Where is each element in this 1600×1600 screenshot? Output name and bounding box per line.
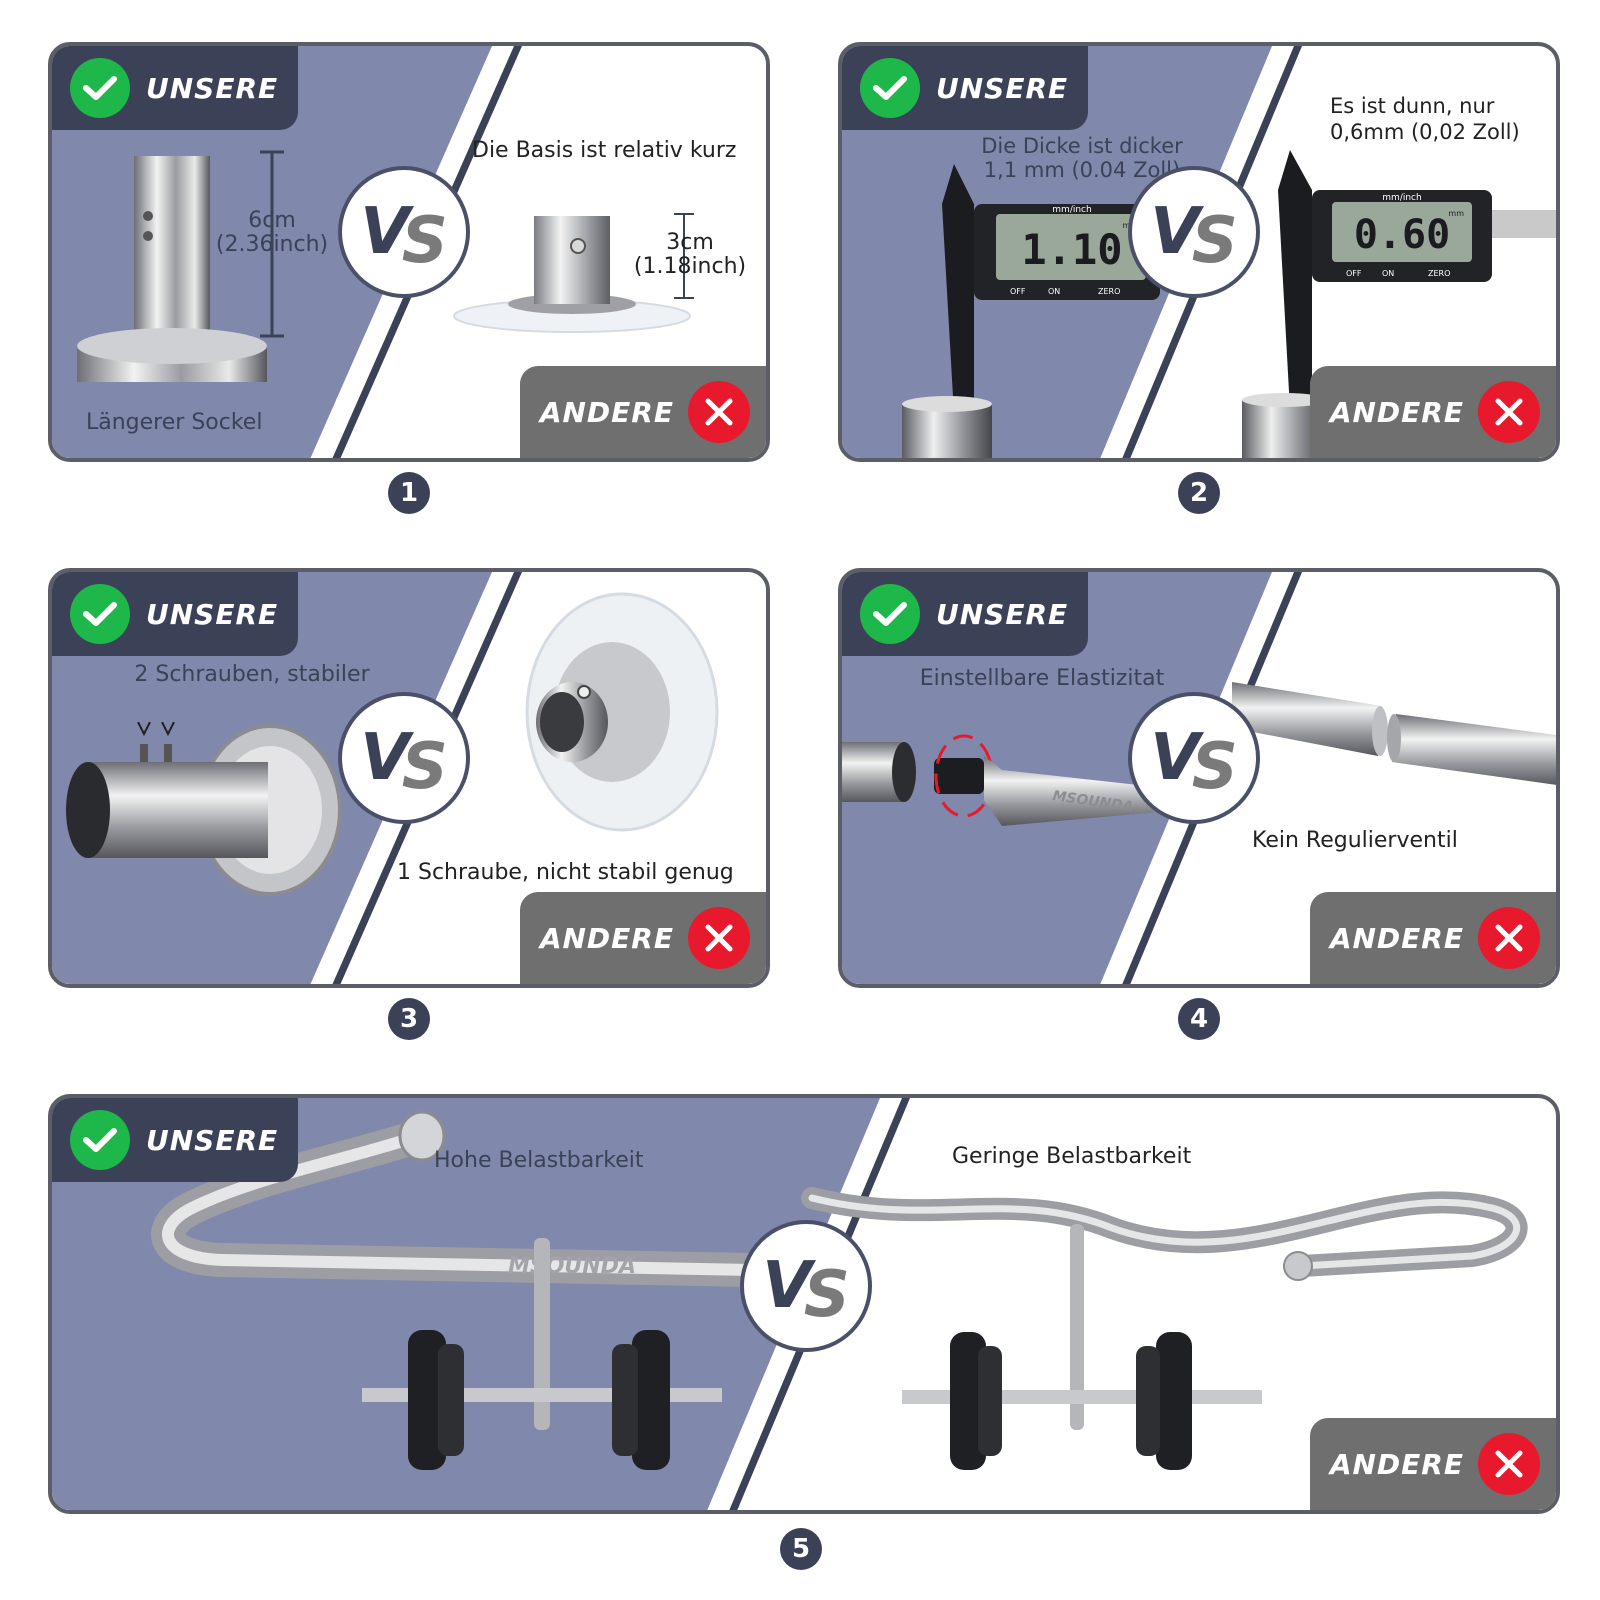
ours-caliper-units: mm/inch (1052, 205, 1091, 215)
ours-label: UNSERE (936, 597, 1069, 631)
step-number-1: 1 (388, 472, 430, 514)
ours-label: UNSERE (146, 71, 279, 105)
ours-caption: Hohe Belastbarkeit (434, 1148, 644, 1173)
check-icon (860, 58, 920, 118)
ours-caption: Längerer Sockel (86, 410, 263, 435)
ours-label: UNSERE (936, 71, 1069, 105)
other-dimension-a: 3cm (666, 230, 714, 255)
ours-dimension-a: 6cm (248, 208, 296, 233)
other-label: ANDERE (1329, 1447, 1464, 1481)
other-caliper-off: OFF (1346, 269, 1362, 278)
ours-dimension-b: (2.36inch) (215, 232, 329, 257)
vs-letter-s: S (1191, 730, 1238, 804)
vs-letter-s: S (401, 730, 448, 804)
step-number-3: 3 (388, 998, 430, 1040)
ours-caliper-off: OFF (1010, 287, 1026, 296)
vs-letter-v: V (1150, 195, 1199, 269)
vs-letter-v: V (360, 721, 409, 795)
vs-letter-s: S (401, 204, 448, 278)
two-screw-socket-image (66, 722, 342, 896)
vs-letter-v: V (1150, 721, 1199, 795)
other-caliper-mm: mm (1448, 209, 1464, 218)
split-rod-image (1232, 682, 1556, 785)
step-number-2: 2 (1178, 472, 1220, 514)
step-number-4: 4 (1178, 998, 1220, 1040)
other-reading: 0.60 (1354, 212, 1450, 258)
ours-caliper-on: ON (1048, 287, 1060, 296)
ours-label: UNSERE (146, 597, 279, 631)
other-caption: 1 Schraube, nicht stabil genug (397, 860, 734, 885)
check-icon (70, 1110, 130, 1170)
ours-tag: UNSERE (52, 1098, 299, 1182)
other-label: ANDERE (1329, 921, 1464, 955)
other-tag: ANDERE (1309, 366, 1556, 458)
adjustable-valve-image: MSOUNDA (842, 734, 1160, 826)
brand-engraving: MSOUNDA (508, 1254, 636, 1279)
rods-and-dumbbells-image: MSOUNDA (151, 1110, 1528, 1470)
ours-tag: UNSERE (52, 572, 299, 656)
ours-tag: UNSERE (52, 46, 299, 130)
one-screw-socket-image (525, 592, 719, 832)
x-icon (688, 907, 750, 969)
ours-caption-b: 1,1 mm (0.04 Zoll) (983, 158, 1181, 182)
other-caliper-units: mm/inch (1382, 193, 1421, 203)
other-label: ANDERE (539, 921, 674, 955)
other-caption: Geringe Belastbarkeit (952, 1144, 1192, 1169)
other-tag: ANDERE (519, 892, 766, 984)
caliper-ours-image: 1.10 mm/inch mm OFF ON ZERO (902, 164, 1160, 458)
x-icon (688, 381, 750, 443)
comparison-panel-2: Die Dicke ist dicker 1,1 mm (0.04 Zoll) … (838, 42, 1560, 462)
check-icon (70, 58, 130, 118)
other-caption-a: Es ist dunn, nur (1330, 94, 1495, 118)
comparison-panel-1: 6cm (2.36inch) Längerer Sockel Die Basis… (48, 42, 770, 462)
ours-caliper-zero: ZERO (1098, 287, 1120, 296)
ours-caption: 2 Schrauben, stabiler (134, 662, 370, 687)
other-caption-b: 0,6mm (0,02 Zoll) (1330, 120, 1520, 144)
x-icon (1478, 907, 1540, 969)
other-caption: Die Basis ist relativ kurz (472, 138, 737, 163)
ours-reading: 1.10 (1021, 225, 1122, 274)
other-label: ANDERE (1329, 395, 1464, 429)
vs-letter-v: V (360, 195, 409, 269)
other-caliper-on: ON (1382, 269, 1394, 278)
other-tag: ANDERE (1309, 1418, 1556, 1510)
other-caption: Kein Regulierventil (1252, 828, 1458, 853)
ours-tag: UNSERE (842, 572, 1089, 656)
ours-caption-a: Die Dicke ist dicker (981, 134, 1183, 158)
vs-letter-s: S (1191, 204, 1238, 278)
ours-tag: UNSERE (842, 46, 1089, 130)
vs-letter-s: S (803, 1258, 850, 1332)
other-label: ANDERE (539, 395, 674, 429)
ours-caption: Einstellbare Elastizitat (919, 666, 1165, 691)
short-base-image (453, 213, 694, 333)
caliper-other-image: 0.60 mm/inch mm OFF ON ZERO (1242, 150, 1556, 458)
x-icon (1478, 1433, 1540, 1495)
other-tag: ANDERE (1309, 892, 1556, 984)
other-caliper-zero: ZERO (1428, 269, 1450, 278)
x-icon (1478, 381, 1540, 443)
check-icon (70, 584, 130, 644)
vs-letter-v: V (762, 1249, 811, 1323)
other-dimension-b: (1.18inch) (633, 254, 747, 279)
ours-label: UNSERE (146, 1123, 279, 1157)
long-socket-image (77, 150, 284, 382)
step-number-5: 5 (780, 1528, 822, 1570)
comparison-panel-4: Einstellbare Elastizitat MSOUNDA Kein Re… (838, 568, 1560, 988)
check-icon (860, 584, 920, 644)
other-tag: ANDERE (519, 366, 766, 458)
